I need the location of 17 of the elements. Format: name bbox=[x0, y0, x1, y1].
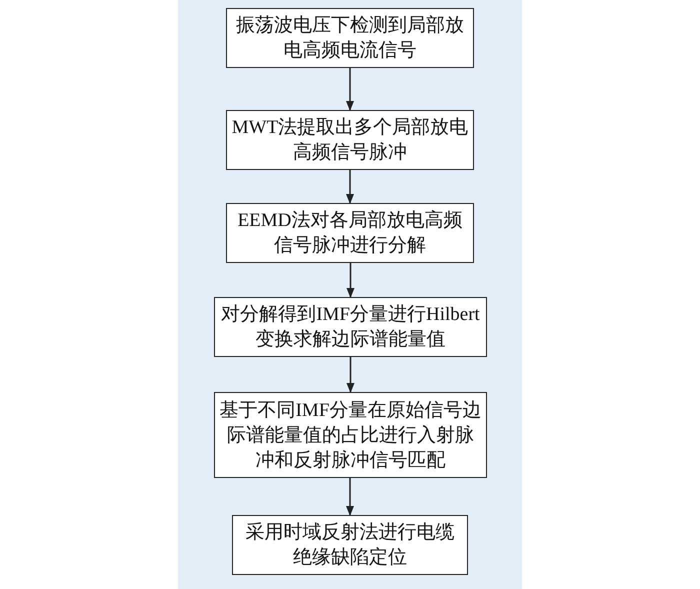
step-text: 基于不同IMF分量在原始信号边际谱能量值的占比进行入射脉冲和反射脉冲信号匹配 bbox=[219, 398, 482, 472]
arrow bbox=[346, 478, 354, 516]
step-text: 采用时域反射法进行电缆绝缘缺陷定位 bbox=[244, 521, 456, 570]
step-text: 振荡波电压下检测到局部放电高频电流信号 bbox=[235, 14, 465, 63]
arrow bbox=[346, 68, 354, 111]
step-text: MWT法提取出多个局部放电高频信号脉冲 bbox=[231, 116, 469, 165]
step-text: EEMD法对各局部放电高频信号脉冲进行分解 bbox=[236, 209, 464, 258]
process-box bbox=[226, 110, 474, 170]
arrow bbox=[346, 170, 354, 204]
arrow bbox=[346, 263, 354, 298]
process-box bbox=[232, 515, 468, 575]
step-text: 对分解得到IMF分量进行Hilbert变换求解边际谱能量值 bbox=[220, 303, 481, 352]
process-box bbox=[214, 297, 487, 357]
process-box bbox=[226, 203, 474, 263]
process-box bbox=[226, 8, 474, 68]
arrow bbox=[346, 357, 354, 393]
process-box bbox=[214, 392, 487, 478]
